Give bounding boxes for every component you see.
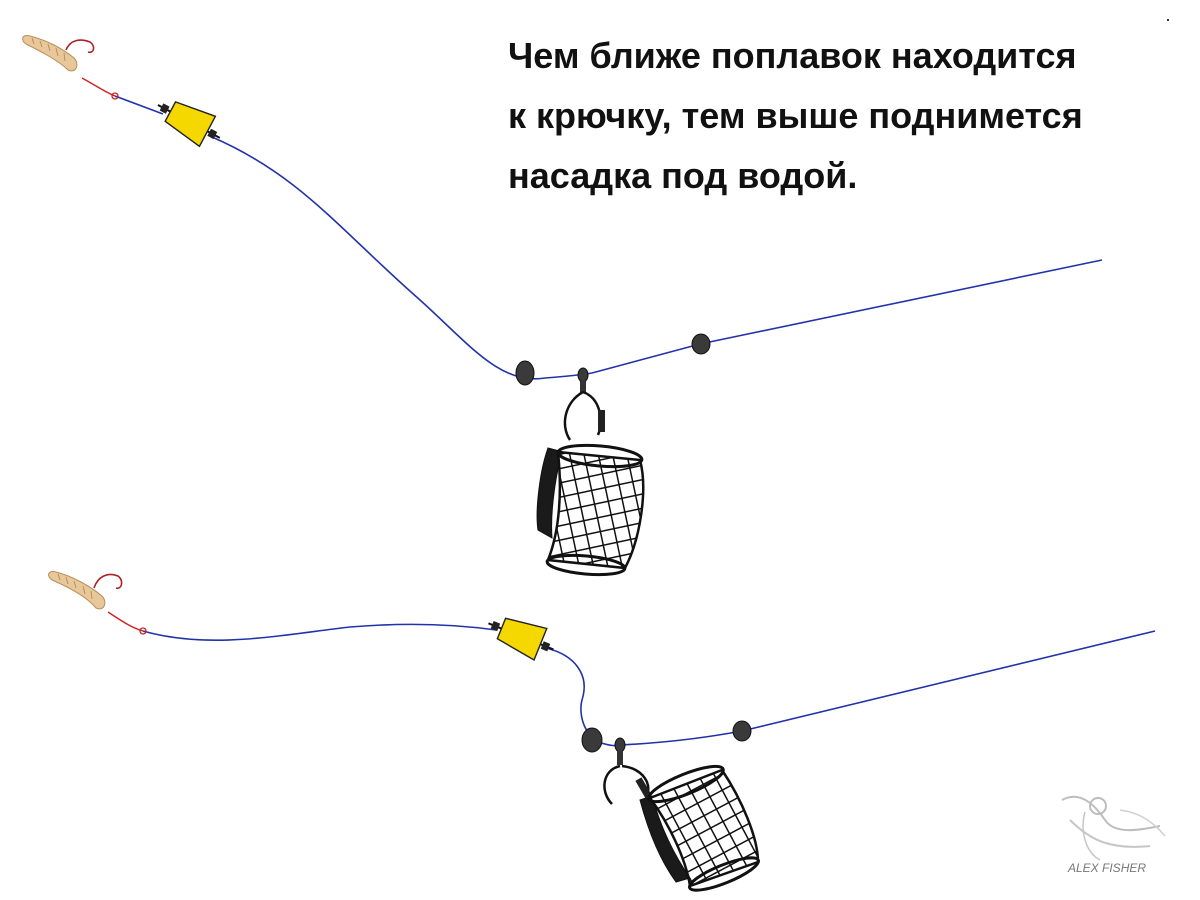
bead-stopper-icon [732,720,752,742]
main-line-bottom-lower [545,647,621,747]
loop-top [111,92,119,100]
hook-link-top [81,77,116,97]
main-line-top [211,136,593,380]
bead-stopper-icon [581,727,603,753]
caption-text: Чем ближе поплавок находится к крючку, т… [508,26,1198,206]
cage-feeder-icon [603,764,760,892]
swivel-icon [614,737,626,765]
swivel-icon [577,367,589,393]
main-line-bottom [142,623,497,641]
leader-top [114,95,164,115]
caption-line-2: к крючку, тем выше поднимется [508,95,1083,136]
foam-float-icon [488,617,554,662]
rig-bottom [48,571,1156,892]
bead-stopper-icon [515,360,535,386]
stray-dot [1167,19,1169,21]
foam-float-icon [157,101,221,148]
caption-line-1: Чем ближе поплавок находится [508,35,1077,76]
loop-bottom [139,627,147,635]
rig-top [22,35,1103,577]
caption-line-3: насадка под водой. [508,155,858,196]
maggot-bait-icon [48,571,106,610]
mainline-tail-bottom [619,630,1156,746]
hook-icon [65,39,95,54]
mainline-tail-top [591,259,1103,374]
watermark-text: ALEX FISHER [1067,861,1146,875]
bead-stopper-icon [691,333,711,355]
fisher-logo-icon [1061,795,1166,861]
cage-feeder-icon [536,390,645,577]
hook-icon [93,573,123,590]
hook-link-bottom [107,611,144,632]
maggot-bait-icon [22,35,78,72]
